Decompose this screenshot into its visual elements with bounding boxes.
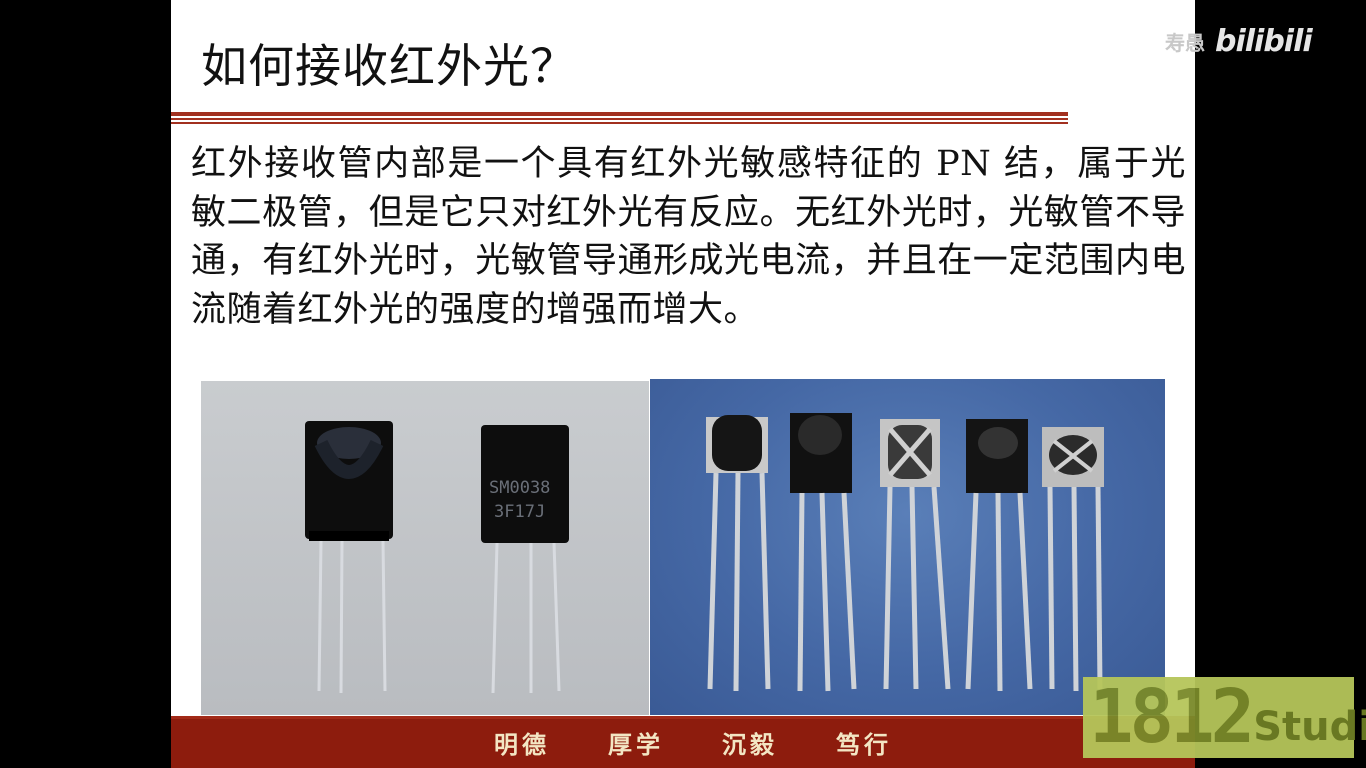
slide-title: 如何接收红外光？ [201,39,577,93]
footer-motto: 明德 厚学 沉毅 笃行 [474,725,892,760]
uploader-name: 寿愚 [1165,31,1205,55]
studio-number: 1812 [1089,674,1255,760]
component-marking-1: SM0038 [489,478,550,498]
bilibili-logo: bilibili [1215,24,1313,59]
slide-body-text: 红外接收管内部是一个具有红外光敏感特征的 PN 结，属于光敏二极管，但是它只对红… [191,144,1186,330]
presentation-slide: 如何接收红外光？ 红外接收管内部是一个具有红外光敏感特征的 PN 结，属于光敏二… [171,0,1195,768]
bilibili-watermark: 寿愚 bilibili [1165,24,1313,59]
studio-text: Studio [1253,704,1366,750]
studio-logo: 1812 Studio [1083,674,1366,760]
title-divider [171,112,1068,126]
component-marking-2: 3F17J [494,502,545,522]
motto-word: 厚学 [608,729,664,759]
motto-word: 笃行 [836,729,892,759]
photo-ir-receivers-metal [650,379,1165,715]
photo-ir-receivers-black: SM0038 3F17J [201,381,649,715]
motto-word: 明德 [494,729,550,759]
slide-footer: 明德 厚学 沉毅 笃行 [171,716,1195,768]
motto-word: 沉毅 [722,729,778,759]
